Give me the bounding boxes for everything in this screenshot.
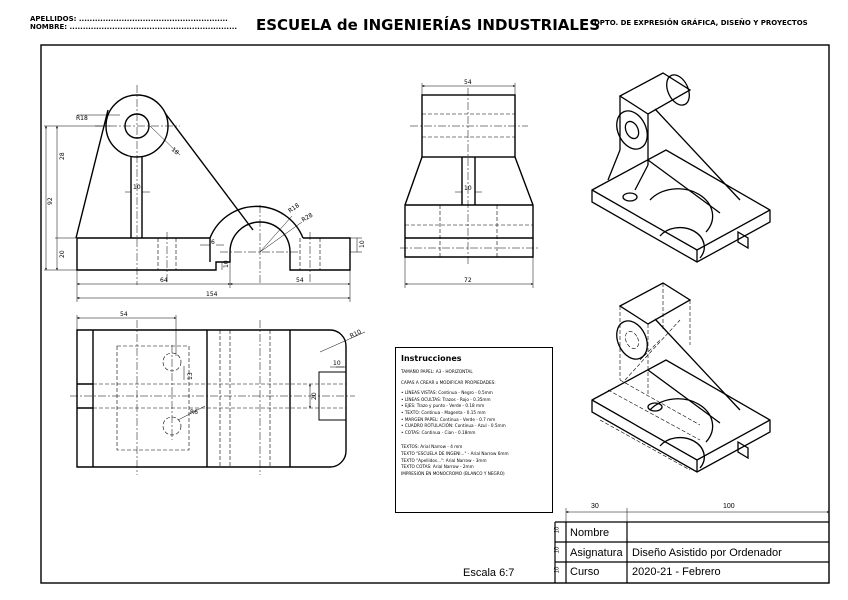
layer-item: EJES: Trazo y punto - Verde - 0.18 mm	[401, 403, 547, 410]
dim-13: 13	[187, 372, 194, 380]
student-fields: APELLIDOS: .............................…	[30, 15, 237, 31]
text-spec: TEXTO "ESCUELA DE INGENI..." - Arial Nar…	[401, 450, 509, 456]
row-height-1: 10	[554, 526, 561, 534]
text-spec: TEXTO COTAS: Arial Narrow - 2mm	[401, 464, 474, 470]
title-block-col2-width: 100	[723, 503, 735, 510]
side-view: 54 10 72	[400, 79, 540, 288]
apellidos-field: APELLIDOS: .............................…	[30, 15, 228, 23]
dim-20-top: 20	[311, 392, 318, 400]
paper-size-text: TAMAÑO PAPEL: A3 - HORIZONTAL	[401, 369, 473, 374]
top-view: 54 R10 10 13 R6 20	[70, 311, 366, 475]
title-block-value-asignatura: Diseño Asistido por Ordenador	[632, 547, 782, 559]
dim-r28: R28	[301, 212, 315, 224]
title-block-label-curso: Curso	[570, 566, 600, 578]
dim-54-top: 54	[120, 311, 128, 318]
scale-label: Escala 6:7	[463, 567, 515, 579]
dim-10-end: 10	[359, 240, 366, 248]
layer-item: COTAS: Continua - Cian - 0.18mm	[401, 430, 547, 437]
dim-154: 154	[206, 291, 218, 298]
row-height-3: 10	[554, 566, 561, 574]
dim-10-top: 10	[333, 360, 341, 367]
isometric-wireframe	[591, 282, 771, 473]
school-title: ESCUELA de INGENIERÍAS INDUSTRIALES	[256, 16, 600, 34]
department-title: DPTO. DE EXPRESIÓN GRÁFICA, DISEÑO Y PRO…	[594, 19, 808, 27]
title-block-value-curso: 2020-21 - Febrero	[632, 566, 721, 578]
dim-10-side: 10	[464, 185, 472, 192]
dim-10-slot: 10	[223, 260, 230, 268]
text-spec: TEXTOS: Arial Narrow - 4 mm	[401, 444, 463, 450]
dim-r6: R6	[190, 409, 198, 416]
instructions-panel: Instrucciones TAMAÑO PAPEL: A3 - HORIZON…	[395, 347, 553, 513]
dim-28: 28	[59, 152, 66, 160]
layer-item: LÍNEAS OCULTAS: Trazos - Rojo - 0.35mm	[401, 397, 547, 404]
layer-item: CUADRO ROTULACIÓN: Continua - Azul - 0.5…	[401, 423, 547, 430]
layers-heading: CAPAS A CREAR o MODIFICAR PROPIEDADES:	[401, 379, 496, 385]
title-block-label-asignatura: Asignatura	[570, 547, 623, 559]
title-block-grid	[554, 508, 829, 583]
dim-10-rib: 10	[133, 184, 141, 191]
layer-item: TEXTO: Continua - Magenta - 0.15 mm	[401, 410, 547, 417]
title-block-col1-width: 30	[591, 503, 599, 510]
dim-54: 54	[296, 277, 304, 284]
layer-item: LÍNEAS VISTAS: Continua - Negro - 0.5mm	[401, 390, 547, 397]
layer-item: MARGEN PAPEL: Continua - Verde - 0.7 mm	[401, 417, 547, 424]
sheet-border	[40, 44, 830, 584]
front-view: R18 18 28 92 20 10 R18 R28 6 10 10 64 54…	[44, 85, 366, 302]
text-spec: TEXTO "Apellidos...": Arial Narrow - 3mm	[401, 457, 487, 463]
dim-6: 6	[211, 239, 215, 246]
text-spec: IMPRESIÓN EN MONOCROMO (BLANCO Y NEGRO)	[401, 470, 505, 476]
dim-r18: R18	[76, 115, 88, 122]
dim-64: 64	[160, 277, 168, 284]
dim-r18-arc: R18	[287, 202, 301, 215]
title-block-label-nombre: Nombre	[570, 527, 610, 539]
dim-18: 18	[170, 146, 180, 156]
dim-r10: R10	[349, 328, 363, 339]
instructions-title: Instrucciones	[401, 354, 462, 363]
dim-72: 72	[464, 277, 472, 284]
dim-92: 92	[47, 197, 54, 205]
nombre-field: NOMBRE: ................................…	[30, 23, 238, 31]
row-height-2: 10	[554, 546, 561, 554]
dim-20: 20	[59, 250, 66, 258]
dim-54-side: 54	[464, 79, 472, 86]
isometric-solid	[591, 72, 771, 263]
